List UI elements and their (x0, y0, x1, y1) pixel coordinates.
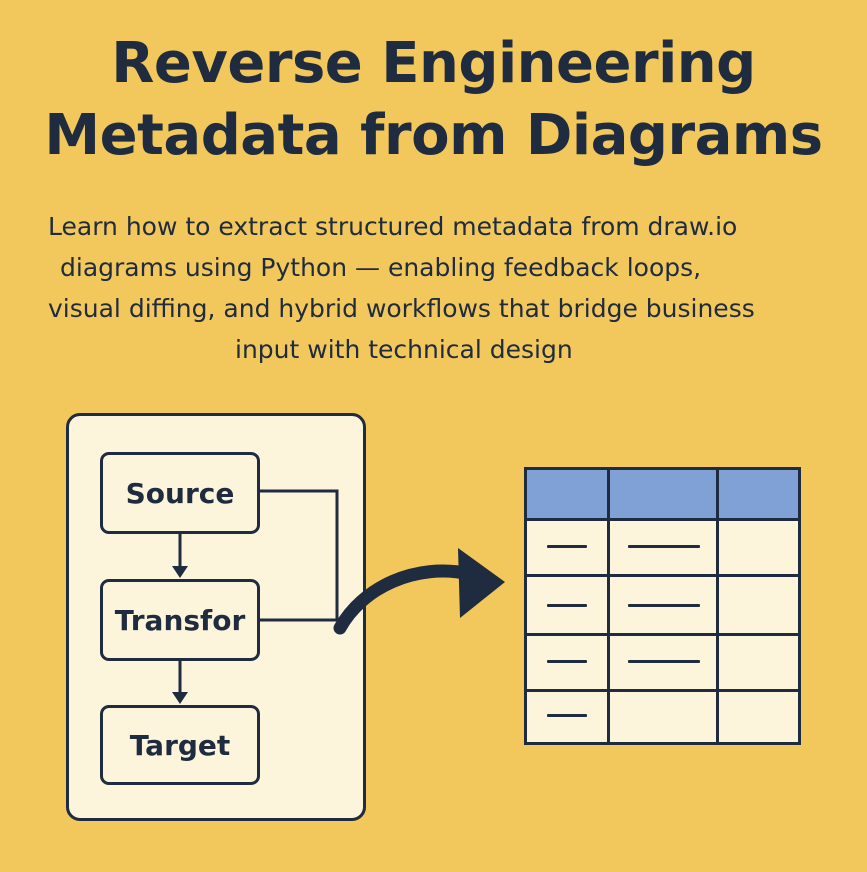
table-cell (527, 636, 610, 689)
table-cell (610, 518, 719, 574)
subtitle: Learn how to extract structured metadata… (0, 206, 867, 370)
node-transform: Transfor (100, 579, 260, 661)
table-cell (527, 518, 610, 574)
placeholder-dash (547, 604, 587, 607)
subtitle-line-2: diagrams using Python — enabling feedbac… (60, 253, 702, 282)
table-cell (719, 636, 798, 689)
arrowhead-transform-to-target (172, 692, 188, 704)
arrowhead-source-to-transform (172, 566, 188, 578)
table-row (527, 692, 798, 742)
table-cell (719, 577, 798, 633)
table-header-cell (610, 470, 719, 518)
table-cell (610, 636, 719, 689)
node-source: Source (100, 452, 260, 534)
title-line-2: Metadata from Diagrams (44, 103, 823, 168)
placeholder-dash (547, 714, 587, 717)
page-title: Reverse Engineering Metadata from Diagra… (0, 28, 867, 172)
title-line-1: Reverse Engineering (111, 31, 756, 96)
table-cell (610, 577, 719, 633)
table-header-row (527, 470, 798, 521)
placeholder-dash (628, 545, 700, 548)
subtitle-line-3: visual diffing, and hybrid workflows tha… (48, 294, 755, 323)
subtitle-line-1: Learn how to extract structured metadata… (48, 212, 738, 241)
placeholder-dash (547, 660, 587, 663)
table-cell (719, 518, 798, 574)
table-row (527, 518, 798, 577)
subtitle-line-4: input with technical design (235, 335, 573, 364)
placeholder-dash (628, 660, 700, 663)
placeholder-dash (547, 545, 587, 548)
table-header-cell (719, 470, 798, 518)
table-row (527, 577, 798, 636)
placeholder-dash (628, 604, 700, 607)
curved-arrow-to-table (333, 564, 477, 635)
node-target: Target (100, 705, 260, 785)
table-cell (527, 692, 610, 742)
table-cell (719, 692, 798, 742)
metadata-table (524, 467, 801, 745)
table-cell (610, 692, 719, 742)
connector-source-to-transform-side (260, 489, 339, 622)
table-cell (527, 577, 610, 633)
curved-arrowhead (458, 548, 505, 618)
table-header-cell (527, 470, 610, 518)
table-row (527, 636, 798, 692)
